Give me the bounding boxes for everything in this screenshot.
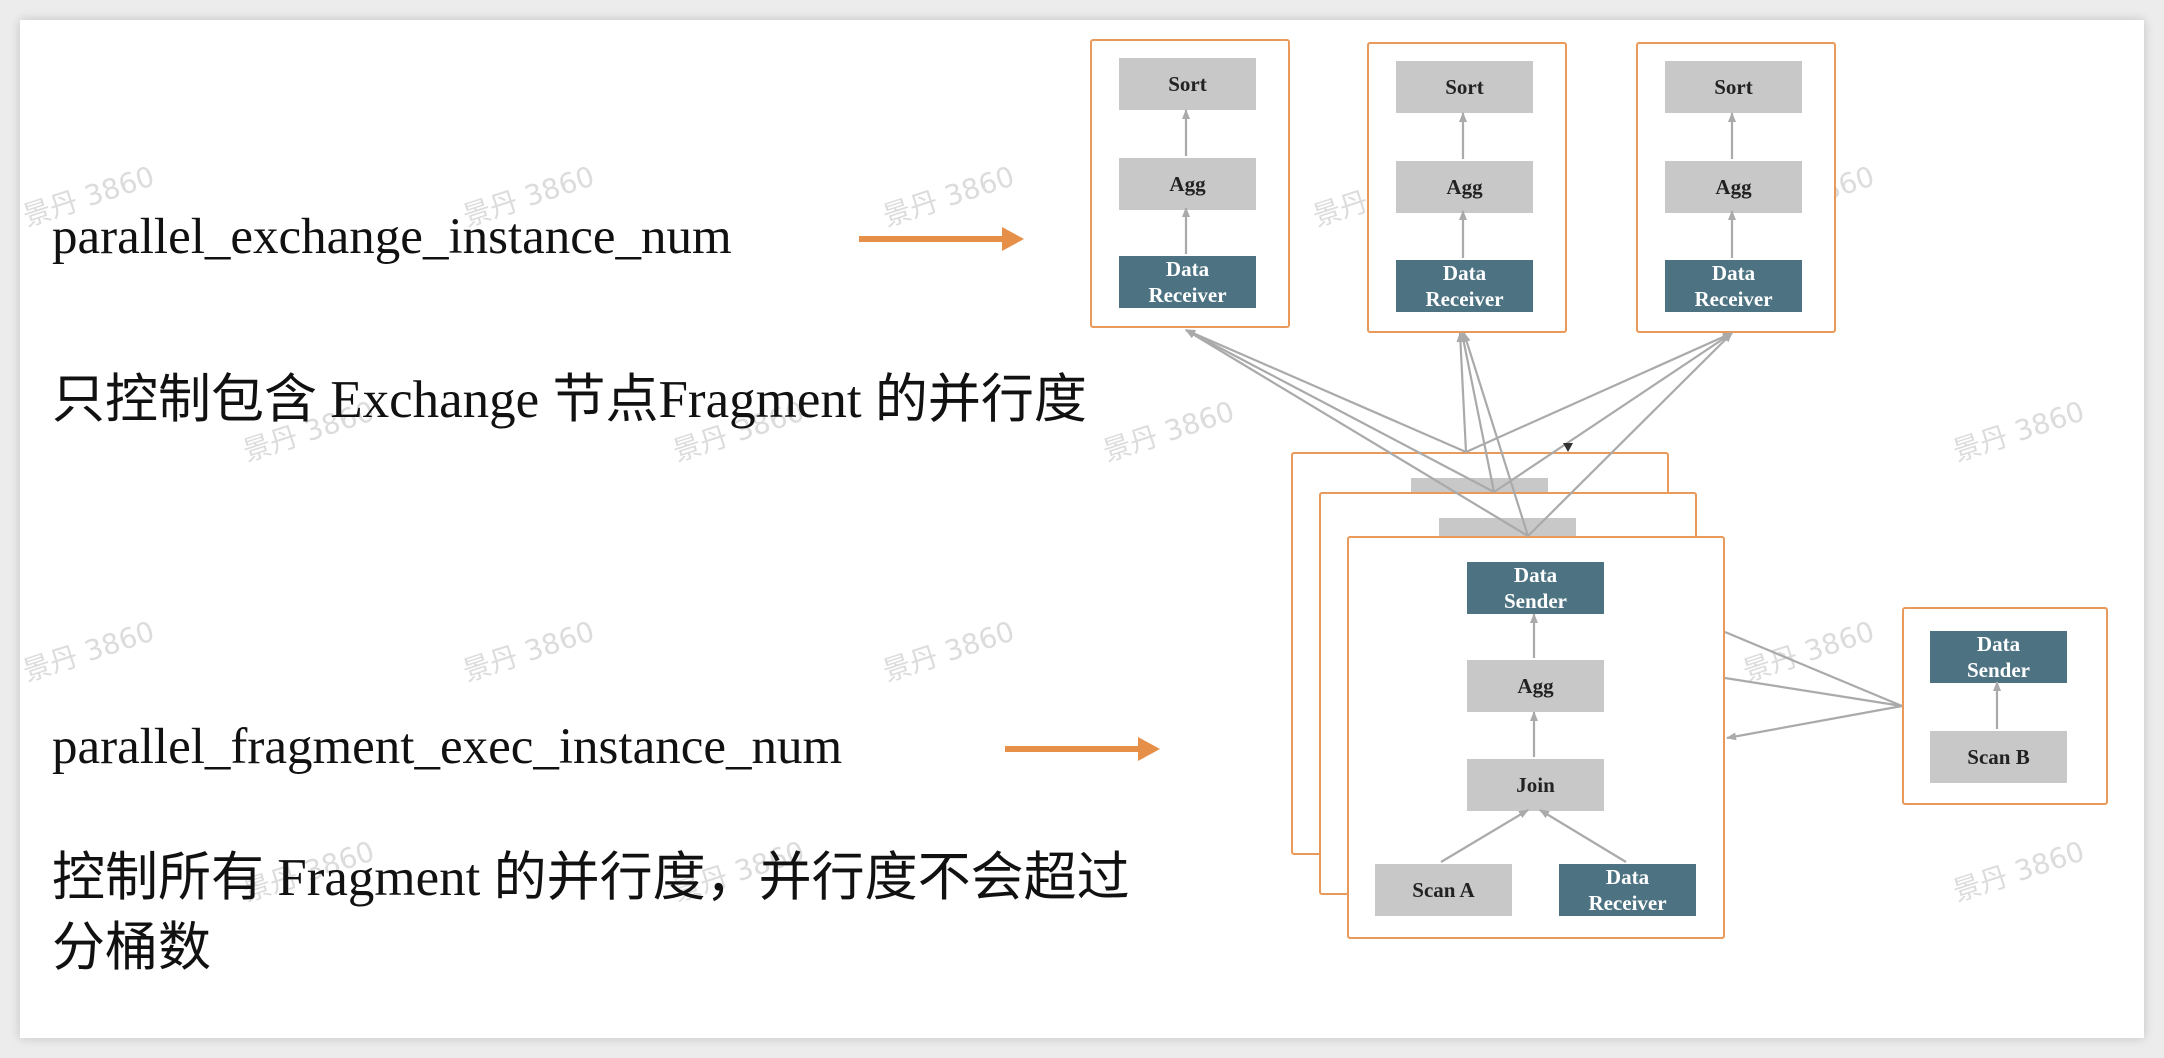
exchange-fragment-1: Sort Agg Data Receiver: [1090, 39, 1290, 328]
edge-layer: [1182, 109, 2001, 863]
exchange-arrow: [859, 227, 1024, 251]
edge-line: [1726, 704, 1903, 741]
scan-a-node: Scan A: [1375, 864, 1512, 916]
fragment-param-desc-line2: 分桶数: [52, 919, 211, 977]
sort-node: Sort: [1119, 58, 1256, 110]
fragment-arrow: [1005, 737, 1160, 761]
data-receiver-node: Data Receiver: [1559, 864, 1696, 916]
edge-line: [1462, 332, 1530, 537]
node-label: Data: [1605, 865, 1650, 889]
scan-b-node: Scan B: [1930, 731, 2067, 783]
node-label: Receiver: [1425, 287, 1504, 311]
node-label: Sender: [1504, 589, 1567, 613]
sort-node: Sort: [1665, 61, 1802, 113]
join-fragment: Data Sender Agg Join Scan A Data Receive…: [1347, 536, 1725, 939]
edge-line: [1724, 676, 1903, 708]
edge-line: [1465, 331, 1733, 454]
edge-line: [1185, 329, 1529, 537]
node-label: Data: [1513, 563, 1558, 587]
fragment-param-desc-line1: 控制所有 Fragment 的并行度，并行度不会超过: [52, 849, 1130, 907]
node-label: Receiver: [1148, 283, 1227, 307]
exchange-fragment-3: Sort Agg Data Receiver: [1636, 42, 1836, 333]
small-triangle-marker: [1563, 443, 1573, 452]
exchange-param-desc: 只控制包含 Exchange 节点Fragment 的并行度: [52, 371, 1087, 429]
slide: 景丹 3860 景丹 3860 景丹 3860 景丹 3860 景丹 3860 …: [19, 20, 2144, 1038]
edge-line: [1459, 332, 1496, 493]
agg-node: Agg: [1396, 161, 1533, 213]
edge-line: [1185, 328, 1467, 454]
edge-line: [1527, 332, 1733, 537]
agg-node: Agg: [1467, 660, 1604, 712]
data-receiver-node: Data Receiver: [1396, 260, 1533, 312]
edge-line: [1440, 809, 1529, 863]
agg-node: Agg: [1119, 158, 1256, 210]
edge-line: [1185, 329, 1495, 493]
edge-line: [1493, 332, 1733, 493]
data-sender-node: Data Sender: [1467, 562, 1604, 614]
join-node: Join: [1467, 759, 1604, 811]
node-label: Data: [1442, 261, 1487, 285]
fragment-param-name: parallel_fragment_exec_instance_num: [52, 719, 843, 775]
edge-line: [1456, 332, 1468, 453]
node-label: Data: [1711, 261, 1756, 285]
node-label: Receiver: [1694, 287, 1773, 311]
exchange-fragment-2: Sort Agg Data Receiver: [1367, 42, 1567, 333]
sort-node: Sort: [1396, 61, 1533, 113]
exchange-param-name: parallel_exchange_instance_num: [52, 209, 732, 265]
edge-line: [1539, 809, 1627, 863]
edge-line: [1724, 630, 1903, 708]
data-receiver-node: Data Receiver: [1665, 260, 1802, 312]
data-receiver-node: Data Receiver: [1119, 256, 1256, 308]
node-label: Data: [1165, 257, 1210, 281]
node-label: Receiver: [1588, 891, 1667, 915]
agg-node: Agg: [1665, 161, 1802, 213]
data-sender-node: Data Sender: [1930, 631, 2067, 683]
scan-b-fragment: Data Sender Scan B: [1902, 607, 2108, 805]
node-label: Sender: [1967, 658, 2030, 682]
node-label: Data: [1976, 632, 2021, 656]
